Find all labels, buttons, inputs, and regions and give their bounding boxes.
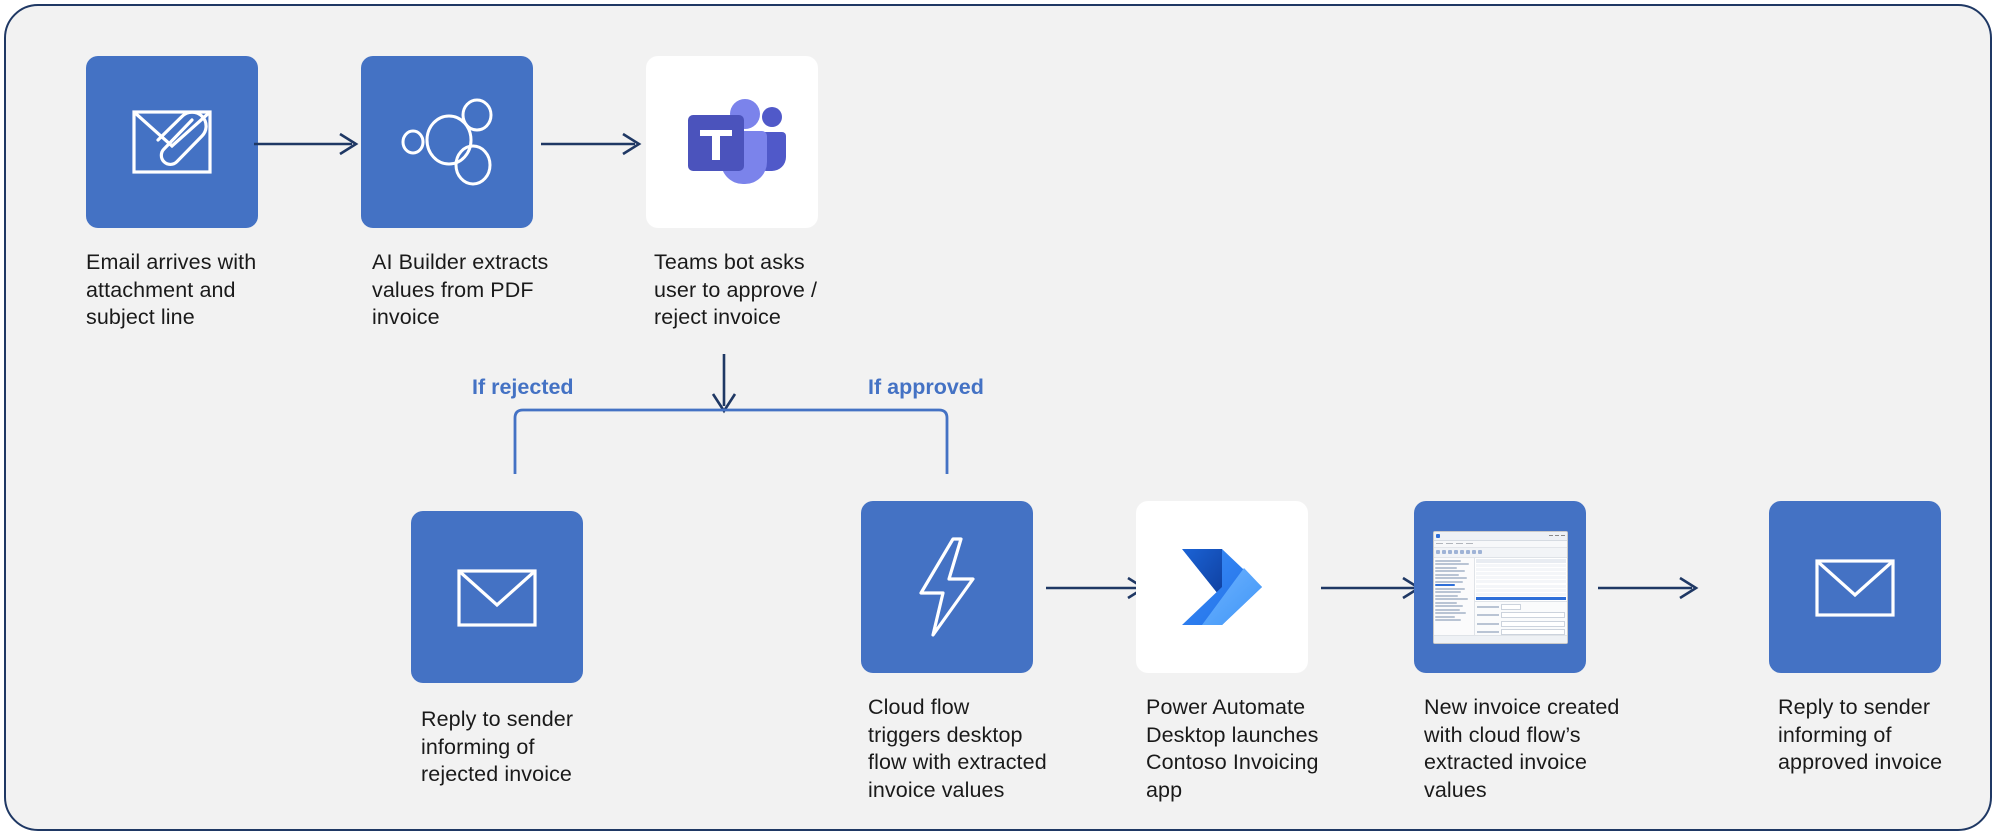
caption-teams-bot: Teams bot asks user to approve / reject … xyxy=(654,250,818,329)
caption-new-invoice: New invoice created with cloud flow’s ex… xyxy=(1424,695,1620,802)
tile-cloud-flow[interactable] xyxy=(861,501,1033,673)
caption-reply-rejected: Reply to sender informing of rejected in… xyxy=(421,707,574,786)
microsoft-teams-icon xyxy=(688,99,786,184)
node-reply-rejected[interactable] xyxy=(411,511,583,683)
diagram-canvas: Email arrives with attachment and subjec… xyxy=(4,4,1992,831)
tile-contoso-invoicing[interactable] xyxy=(1414,501,1586,673)
tile-reply-rejected[interactable] xyxy=(411,511,583,683)
tile-ai-builder[interactable] xyxy=(361,56,533,228)
caption-email-arrives: Email arrives with attachment and subjec… xyxy=(86,250,257,329)
node-power-automate[interactable] xyxy=(1136,501,1308,673)
email-attachment-icon xyxy=(132,110,212,174)
power-automate-icon xyxy=(1182,549,1262,625)
branch-label-approved: If approved xyxy=(868,375,984,399)
node-teams-bot[interactable] xyxy=(646,56,818,228)
tile-reply-approved[interactable] xyxy=(1769,501,1941,673)
envelope-icon xyxy=(1815,559,1895,617)
node-cloud-flow[interactable] xyxy=(861,501,1033,673)
branch-label-rejected: If rejected xyxy=(472,375,574,399)
branch-bracket xyxy=(511,404,951,483)
tile-email-attachment[interactable] xyxy=(86,56,258,228)
arrow-top-1 xyxy=(254,132,364,161)
arrow-top-2 xyxy=(541,132,651,161)
node-email-arrives[interactable] xyxy=(86,56,258,228)
ai-builder-icon xyxy=(401,98,493,186)
contoso-invoicing-app-screenshot-icon xyxy=(1432,530,1568,644)
arrow-bottom-3 xyxy=(1598,576,1708,605)
tile-power-automate[interactable] xyxy=(1136,501,1308,673)
envelope-icon xyxy=(457,569,537,627)
caption-reply-approved: Reply to sender informing of approved in… xyxy=(1778,695,1943,774)
caption-cloud-flow: Cloud flow triggers desktop flow with ex… xyxy=(868,695,1047,802)
caption-power-automate: Power Automate Desktop launches Contoso … xyxy=(1146,695,1319,802)
caption-ai-builder: AI Builder extracts values from PDF invo… xyxy=(372,250,549,329)
node-new-invoice[interactable] xyxy=(1414,501,1586,673)
lightning-bolt-icon xyxy=(919,537,975,637)
tile-teams[interactable] xyxy=(646,56,818,228)
node-reply-approved[interactable] xyxy=(1769,501,1941,673)
node-ai-builder[interactable] xyxy=(361,56,533,228)
